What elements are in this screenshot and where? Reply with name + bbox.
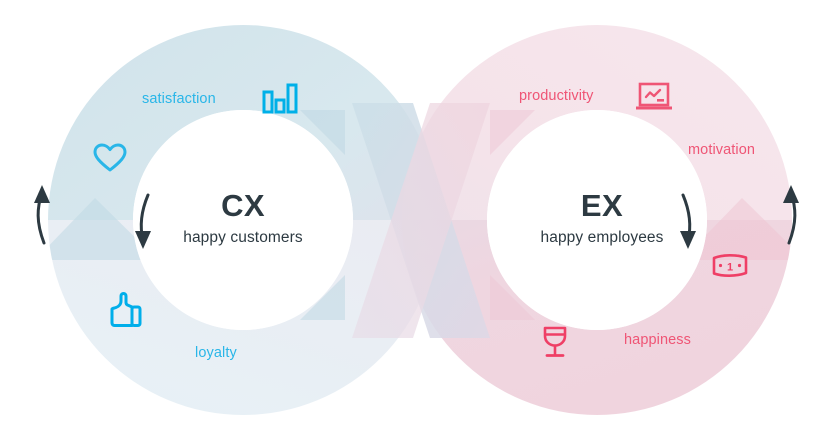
ex-subtitle: happy employees xyxy=(540,229,664,246)
ex-title: EX xyxy=(580,188,624,223)
cx-inner-circle xyxy=(133,110,353,330)
ex-inner-circle xyxy=(487,110,707,330)
ex-center-block: EX happy employees xyxy=(502,190,702,246)
decor-triangle-cx-bottom xyxy=(300,275,345,320)
cx-center-block: CX happy customers xyxy=(143,190,343,246)
decor-triangle-ex-top xyxy=(490,110,535,155)
decor-triangle-cx-top xyxy=(300,110,345,155)
decor-mountain-left xyxy=(48,198,158,260)
decor-mountain-right xyxy=(682,198,792,260)
inner-left-arrow-head xyxy=(135,231,151,249)
cx-title: CX xyxy=(221,188,265,223)
inner-right-arrow-head xyxy=(680,231,696,249)
crossing-band-ex xyxy=(352,103,490,338)
loop-crossing-bands xyxy=(352,103,490,338)
cx-subtitle: happy customers xyxy=(183,229,303,246)
outer-right-arrow-head xyxy=(783,185,799,203)
decor-triangle-ex-bottom xyxy=(490,275,535,320)
outer-left-arrow-head xyxy=(34,185,50,203)
